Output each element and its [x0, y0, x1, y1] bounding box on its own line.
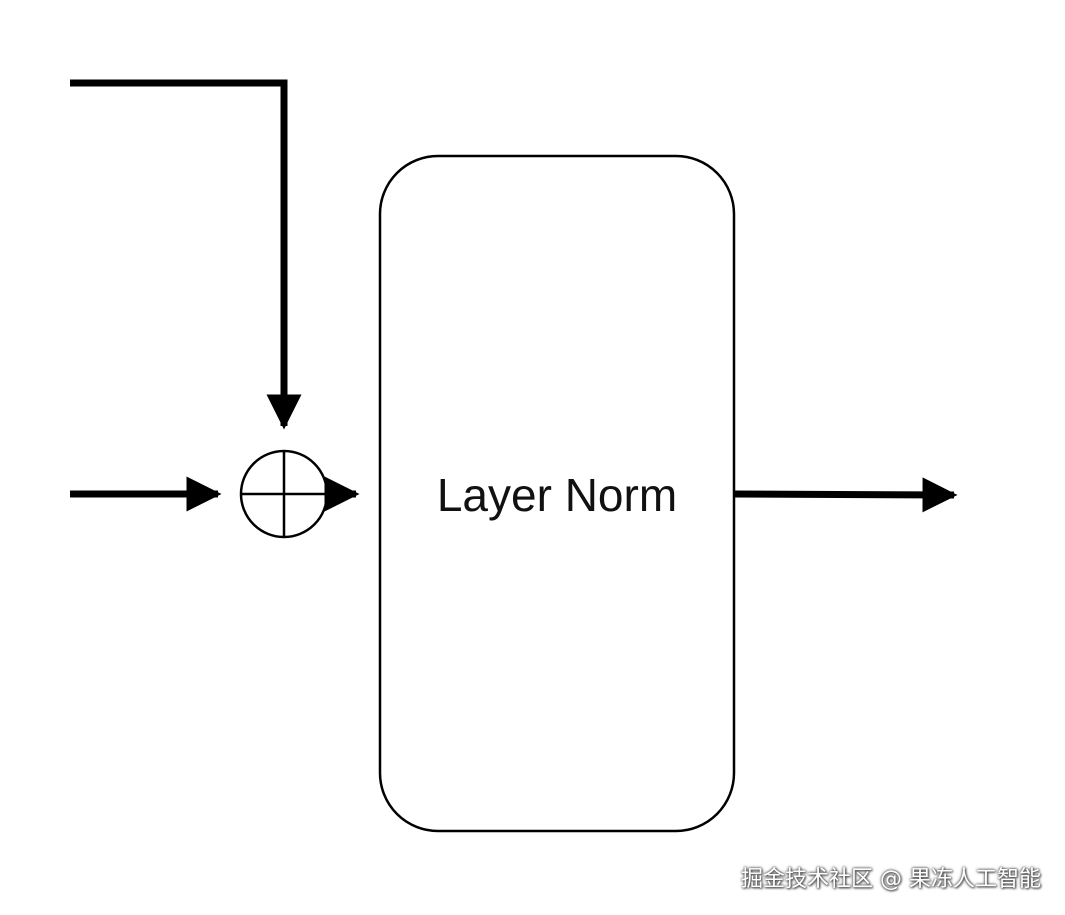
watermark-text: 掘金技术社区 @ 果冻人工智能	[741, 867, 1041, 892]
output-arrow	[733, 477, 958, 513]
layer-norm-label: Layer Norm	[437, 469, 677, 521]
layer-norm-block	[378, 154, 736, 833]
residual-connection-arrow	[70, 79, 302, 430]
add-operator-icon	[239, 449, 329, 539]
